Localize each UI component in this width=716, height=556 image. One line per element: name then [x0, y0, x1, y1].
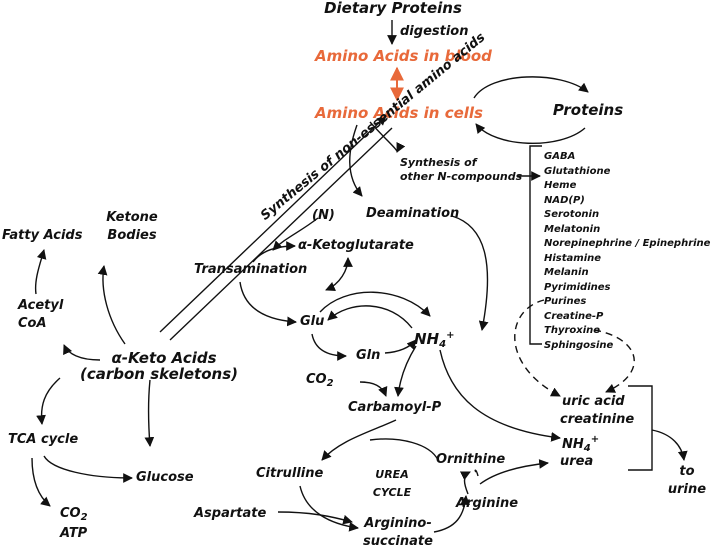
arrow-keto-to-tca	[36, 377, 61, 425]
n-compound-item: Norepinephrine / Epinephrine	[544, 238, 711, 249]
arrow-tca-to-co2	[31, 457, 51, 507]
arrow-arginine-to-urea	[479, 459, 549, 485]
nitrogen-label: (N)	[312, 208, 335, 223]
arrow-nh4-to-excretion	[439, 349, 561, 442]
arrow-transamination-akg	[252, 241, 296, 263]
to-urine-line1: to	[679, 464, 695, 479]
ornithine: Ornithine	[436, 452, 506, 467]
acetyl-coa-line1: Acetyl	[18, 298, 64, 313]
to-urine-line2: urine	[667, 482, 707, 497]
glu: Glu	[300, 314, 325, 329]
amino-acids-in-blood: Amino Acids in blood	[315, 47, 492, 65]
arrow-glu-to-nh4	[319, 291, 431, 317]
uric-acid: uric acid	[562, 394, 625, 409]
co2-atp-atp: ATP	[60, 526, 88, 541]
carbon-skeletons: (carbon skeletons)	[79, 365, 238, 383]
creatinine: creatinine	[560, 412, 635, 427]
arrow-arginine-to-ornithine-2	[459, 471, 471, 495]
ketone-bodies-line2: Bodies	[107, 228, 157, 243]
digestion-label: digestion	[400, 24, 469, 39]
tca-cycle: TCA cycle	[8, 432, 79, 447]
arrow-nonessential-1	[159, 115, 387, 333]
carbamoyl-p: Carbamoyl-P	[348, 400, 442, 415]
co2: CO2	[306, 372, 334, 389]
ketone-bodies-line1: Ketone	[106, 210, 158, 225]
glucose: Glucose	[136, 470, 194, 485]
argininosuccinate-line2: succinate	[363, 534, 433, 549]
arrow-to-synthesis-n	[369, 121, 406, 153]
arrow-dashed-to-uric-2	[593, 329, 635, 393]
arrow-to-deamination	[349, 124, 363, 197]
bracket-excretion	[628, 385, 653, 471]
citrulline: Citrulline	[256, 466, 324, 481]
argininosuccinate-line1: Arginino-	[364, 516, 432, 531]
dietary-proteins: Dietary Proteins	[324, 0, 462, 17]
arrow-cells-to-proteins	[473, 76, 589, 99]
arrow-glu-to-gln	[311, 333, 347, 361]
arrow-ornithine-to-citrulline	[369, 438, 439, 461]
arrow-gln-to-nh4	[384, 339, 417, 354]
alpha-ketoglutarate: α-Ketoglutarate	[298, 238, 414, 253]
arrow-arginine-to-ornithine	[474, 469, 479, 477]
arrow-keto-to-acetyl	[63, 344, 101, 361]
transamination: Transamination	[194, 262, 308, 277]
arrow-dashed-to-uric	[514, 299, 561, 397]
arrow-n-to-transamination	[272, 217, 319, 251]
acetyl-coa-line2: CoA	[18, 316, 47, 331]
urea-cycle-line2: CYCLE	[372, 486, 412, 499]
arrow-acetyl-to-fatty	[34, 249, 47, 295]
arrow-keto-to-glucose	[144, 379, 155, 447]
synthesis-other-n-line2: other N-compounds	[400, 170, 523, 183]
alpha-keto-acids: α-Keto Acids	[111, 349, 217, 367]
n-compound-item: GABA	[544, 151, 576, 162]
arrow-co2-to-carbamoyl	[359, 381, 388, 397]
n-compound-item: Melanin	[544, 267, 589, 278]
bracket-n-compounds	[529, 145, 542, 345]
arginine: Arginine	[456, 496, 519, 511]
amino-acids-in-cells: Amino Acids in cells	[315, 104, 483, 122]
arrow-deamination-to-nh4	[451, 215, 489, 331]
n-compound-item: Creatine-P	[544, 310, 604, 322]
arrow-transamination-to-glu	[239, 281, 297, 327]
urea: urea	[560, 454, 594, 469]
n-compound-item: Purines	[544, 296, 587, 307]
n-compound-item: Melatonin	[544, 223, 601, 235]
deamination: Deamination	[366, 206, 460, 221]
n-compound-item: Pyrimidines	[544, 281, 611, 293]
arrow-carbamoyl-to-citrulline	[321, 419, 397, 461]
n-compound-item: Serotonin	[544, 209, 600, 220]
urea-cycle-line1: UREA	[375, 468, 409, 481]
arrow-akg-glu	[325, 257, 353, 292]
co2-atp-co2: CO2	[60, 506, 88, 523]
fatty-acids: Fatty Acids	[2, 228, 83, 243]
arrow-nh4-to-carbamoyl	[394, 345, 417, 397]
nh4-excreted: NH4+	[562, 434, 600, 454]
arrow-tca-to-glucose	[43, 455, 133, 483]
arrow-argsucc-to-arginine	[433, 495, 470, 533]
arrow-proteins-to-cells	[475, 123, 586, 144]
n-compound-item: NAD(P)	[544, 194, 585, 206]
n-compound-item: Histamine	[544, 252, 602, 264]
n-compounds-list: GABA Glutathione Heme NAD(P) Serotonin M…	[544, 150, 710, 353]
gln: Gln	[356, 348, 381, 363]
n-compound-item: Sphingosine	[544, 339, 614, 351]
arrow-nh4-to-glu	[327, 305, 413, 329]
arrow-to-urine	[651, 429, 688, 461]
synthesis-other-n-line1: Synthesis of	[400, 156, 477, 169]
aspartate: Aspartate	[194, 506, 267, 521]
n-compound-item: Heme	[544, 180, 577, 191]
arrow-keto-to-ketone	[97, 265, 126, 345]
nh4-main: NH4+	[414, 330, 455, 350]
arrow-aspartate-to-argsucc	[277, 511, 353, 525]
n-compound-item: Thyroxine	[544, 325, 601, 336]
arrow-nonessential-2	[169, 127, 393, 341]
n-compound-item: Glutathione	[544, 165, 611, 177]
proteins: Proteins	[552, 101, 624, 119]
